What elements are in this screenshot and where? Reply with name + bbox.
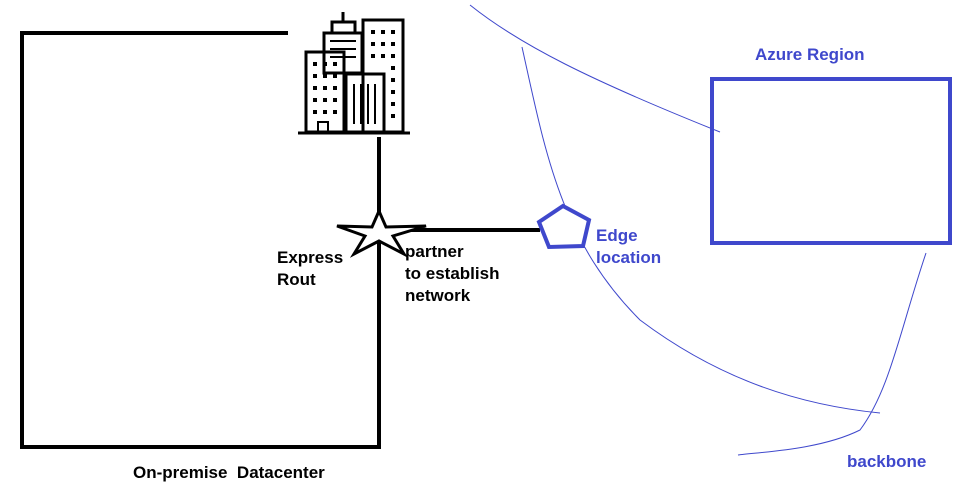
express-route-star-icon xyxy=(336,207,427,258)
office-building-icon xyxy=(298,12,410,135)
building-windows xyxy=(313,30,395,124)
backbone-curve xyxy=(737,252,927,456)
thin-curve-top xyxy=(469,4,721,133)
azure-region-label: Azure Region xyxy=(755,45,865,64)
express-route-label: Express Rout xyxy=(277,248,344,289)
backbone-label: backbone xyxy=(847,452,927,471)
edge-location-pentagon-icon xyxy=(536,203,592,250)
datacenter-box xyxy=(20,31,381,449)
edge-location-label: Edge location xyxy=(596,226,662,267)
on-premise-datacenter-label: On-premise Datacenter xyxy=(133,463,325,482)
thin-curve-middle xyxy=(521,46,881,414)
azure-region-box xyxy=(710,77,952,245)
partner-label: partner to establish network xyxy=(405,242,500,305)
